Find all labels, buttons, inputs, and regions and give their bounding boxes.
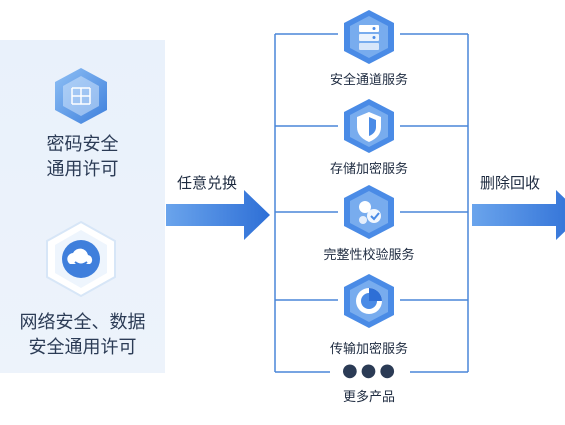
license2-line1: 网络安全、数据 <box>19 312 146 333</box>
service-label-storage-encryption: 存储加密服务 <box>329 162 409 177</box>
shield-icon <box>341 97 397 155</box>
arrow-right-icon-2 <box>472 190 565 244</box>
exchange-label: 任意兑换 <box>177 174 238 192</box>
transfer-icon <box>341 272 397 330</box>
cube-grid-icon <box>52 66 110 126</box>
service-label-secure-channel: 安全通道服务 <box>329 73 409 88</box>
service-label-transfer-encryption: 传输加密服务 <box>329 342 409 357</box>
more-products-label: 更多产品 <box>342 390 396 405</box>
license2-line2: 安全通用许可 <box>28 337 137 358</box>
cloud-icon <box>44 220 118 298</box>
more-dots-icon: ●●● <box>341 360 399 381</box>
license1-line2: 通用许可 <box>46 159 119 180</box>
server-icon <box>341 8 397 66</box>
recycle-label: 删除回收 <box>480 174 541 192</box>
license1-line1: 密码安全 <box>46 134 119 155</box>
service-label-integrity-check: 完整性校验服务 <box>323 248 415 263</box>
arrow-right-icon <box>166 190 272 244</box>
check-node-icon <box>341 183 397 241</box>
